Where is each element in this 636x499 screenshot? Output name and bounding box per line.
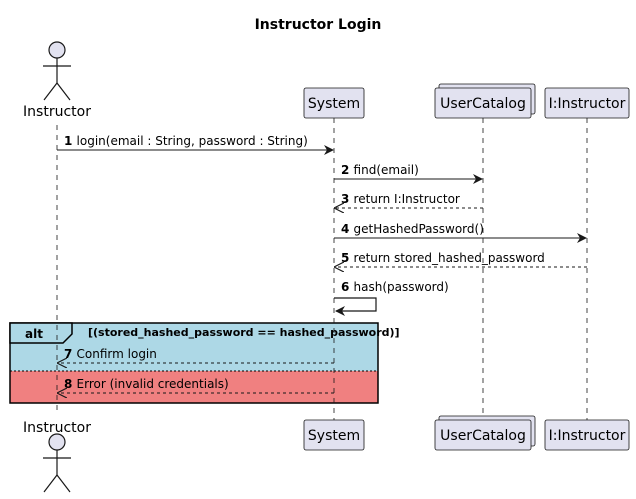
participant-label: I:Instructor	[549, 428, 626, 444]
alt-guard: [(stored_hashed_password == hashed_passw…	[88, 326, 400, 339]
message-5: 5 return stored_hashed_password	[335, 251, 587, 267]
message-2: 2 find(email)	[334, 163, 483, 184]
diagram-title: Instructor Login	[255, 17, 382, 33]
participant-instructor: Instructor	[23, 420, 91, 493]
message-label: 7 Confirm login	[64, 347, 157, 361]
participant-label: UserCatalog	[440, 96, 526, 112]
message-label: 1 login(email : String, password : Strin…	[64, 134, 308, 148]
message-label: 4 getHashedPassword()	[341, 222, 484, 236]
alt-label-tab	[9, 322, 73, 344]
message-6: 6 hash(password)	[334, 280, 449, 316]
message-8: 8 Error (invalid credentials)	[58, 377, 334, 393]
participant-label: System	[308, 428, 360, 444]
actor-icon	[48, 433, 66, 451]
message-label: 5 return stored_hashed_password	[341, 251, 545, 265]
participant-usercatalog: UserCatalog	[434, 83, 536, 119]
participant-label: I:Instructor	[549, 96, 626, 112]
alt-else-region	[10, 371, 378, 403]
alt-label: alt	[25, 327, 43, 341]
participant-label: System	[308, 96, 360, 112]
participant-iinstructor: I:Instructor	[544, 419, 630, 451]
participants: InstructorInstructorSystemSystemUserCata…	[23, 41, 630, 493]
message-7: 7 Confirm login	[58, 347, 334, 363]
participant-system: System	[303, 419, 365, 451]
message-1: 1 login(email : String, password : Strin…	[57, 134, 334, 155]
alt-border	[9, 322, 379, 404]
message-label: 3 return I:Instructor	[341, 192, 460, 206]
participant-system: System	[303, 87, 365, 119]
message-label: 8 Error (invalid credentials)	[64, 377, 229, 391]
messages: 1 login(email : String, password : Strin…	[57, 134, 587, 393]
participant-iinstructor: I:Instructor	[544, 87, 630, 119]
alt-fragment: alt [(stored_hashed_password == hashed_p…	[9, 322, 400, 404]
participant-usercatalog: UserCatalog	[434, 415, 536, 451]
participant-label: UserCatalog	[440, 428, 526, 444]
actor-icon	[48, 41, 66, 59]
message-label: 2 find(email)	[341, 163, 419, 177]
message-3: 3 return I:Instructor	[335, 192, 483, 208]
participant-instructor: Instructor	[23, 41, 91, 120]
message-4: 4 getHashedPassword()	[334, 222, 587, 243]
message-label: 6 hash(password)	[341, 280, 449, 294]
participant-label: Instructor	[23, 420, 91, 436]
participant-label: Instructor	[23, 104, 91, 120]
